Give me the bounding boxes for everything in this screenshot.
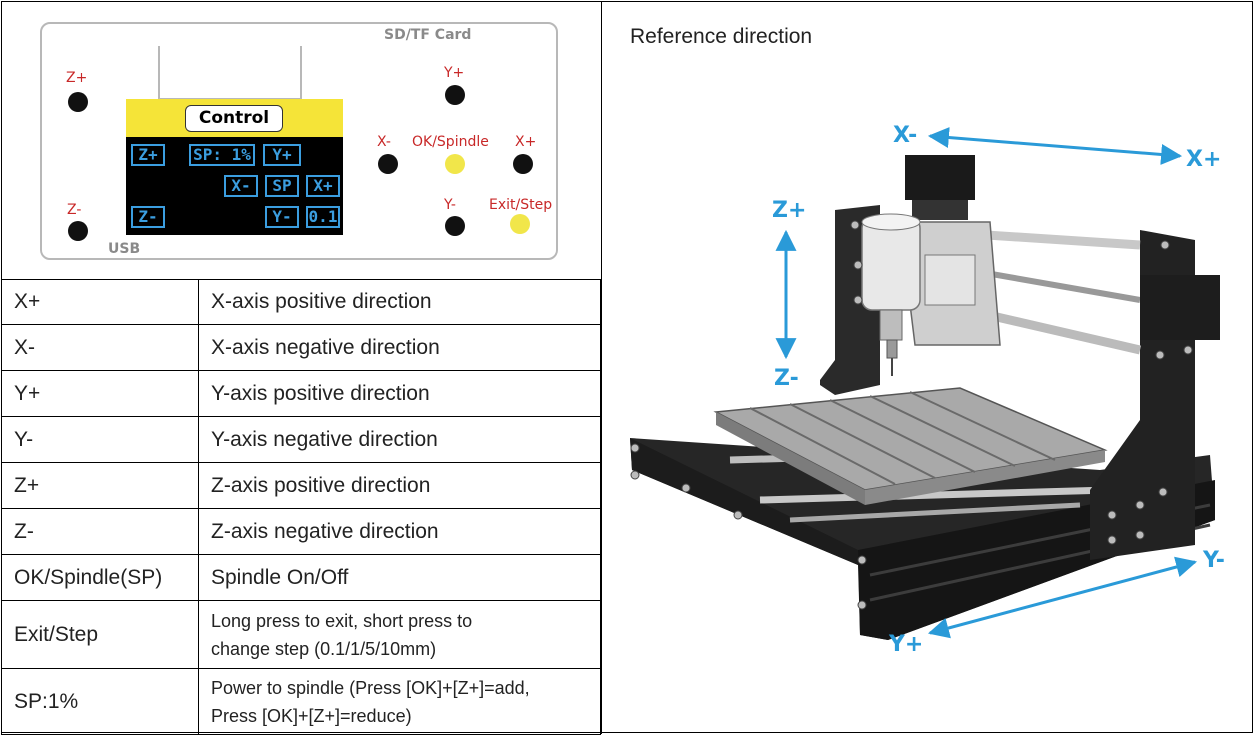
spindle-collet xyxy=(886,339,898,359)
spindle-motor xyxy=(861,217,921,311)
exit-step-label: Exit/Step xyxy=(489,197,553,213)
work-bed-edge xyxy=(865,450,1105,505)
table-row: Exit/Step Long press to exit, short pres… xyxy=(1,600,601,669)
table-row: OK/Spindle(SP) Spindle On/Off xyxy=(1,554,601,601)
description-cell: Power to spindle (Press [OK]+[Z+]=add, P… xyxy=(198,668,601,735)
description-line-2: Press [OK]+[Z+]=reduce) xyxy=(211,705,412,726)
key-cell: Z+ xyxy=(1,462,199,509)
reference-direction-title: Reference direction xyxy=(630,25,813,48)
y-minus-axis-label: Y- xyxy=(1203,548,1225,573)
exit-step-button[interactable] xyxy=(510,214,530,234)
spindle-cap xyxy=(861,213,921,231)
ok-spindle-label: OK/Spindle xyxy=(412,134,489,150)
lcd-z-minus: Z- xyxy=(131,206,165,228)
x-plus-label: X+ xyxy=(515,134,537,150)
column-divider xyxy=(601,1,602,734)
sd-card-label: SD/TF Card xyxy=(384,27,472,43)
y-axis-arrow xyxy=(927,556,1198,639)
key-description-table: X+ X-axis positive direction X- X-axis n… xyxy=(1,279,601,735)
y-minus-button[interactable] xyxy=(445,216,465,236)
key-cell: Exit/Step xyxy=(1,600,199,669)
sd-card-slot xyxy=(158,46,302,100)
x-minus-label: X- xyxy=(377,134,391,150)
key-cell: OK/Spindle(SP) xyxy=(1,554,199,601)
lcd-screen: Control Z+ SP: 1% Y+ X- SP X+ Z- Y- 0.1 xyxy=(126,99,343,235)
y-plus-label: Y+ xyxy=(444,65,465,81)
x-axis-arrow xyxy=(927,127,1183,165)
table-row: Z+ Z-axis positive direction xyxy=(1,462,601,509)
key-cell: X- xyxy=(1,324,199,371)
description-cell: Y-axis positive direction xyxy=(198,370,601,417)
description-cell: Y-axis negative direction xyxy=(198,416,601,463)
usb-label: USB xyxy=(108,241,141,257)
table-row: Y+ Y-axis positive direction xyxy=(1,370,601,417)
t-slot xyxy=(869,395,1016,467)
ok-spindle-button[interactable] xyxy=(445,154,465,174)
description-cell: Z-axis negative direction xyxy=(198,508,601,555)
rod xyxy=(759,486,1111,504)
work-bed-edge xyxy=(716,412,865,505)
lcd-spindle-power: SP: 1% xyxy=(189,144,255,166)
x-plus-button[interactable] xyxy=(513,154,533,174)
t-slot xyxy=(789,403,936,479)
lcd-step: 0.1 xyxy=(306,206,340,228)
z-minus-button[interactable] xyxy=(68,221,88,241)
lcd-y-minus: Y- xyxy=(265,206,299,228)
description-cell: Long press to exit, short press to chang… xyxy=(198,600,601,669)
description-cell: Z-axis positive direction xyxy=(198,462,601,509)
z-plus-label: Z+ xyxy=(66,70,88,86)
lead-screw xyxy=(789,502,1081,523)
table-row: Y- Y-axis negative direction xyxy=(1,416,601,463)
z-minus-label: Z- xyxy=(67,202,82,218)
cnc-machine-illustration xyxy=(630,127,1220,640)
t-slot xyxy=(829,399,976,473)
lcd-title: Control xyxy=(185,105,283,132)
t-slot xyxy=(749,407,896,485)
key-cell: Y+ xyxy=(1,370,199,417)
y-plus-button[interactable] xyxy=(445,85,465,105)
spindle-chuck xyxy=(879,309,903,341)
table-row: X+ X-axis positive direction xyxy=(1,279,601,325)
z-stepper-motor xyxy=(905,155,975,200)
table-row: Z- Z-axis negative direction xyxy=(1,508,601,555)
carriage-plate xyxy=(924,254,976,306)
y-plus-axis-label: Y+ xyxy=(889,632,924,657)
description-line-1: Long press to exit, short press to xyxy=(211,610,473,631)
x-minus-axis-label: X- xyxy=(893,123,918,148)
bolts xyxy=(630,220,1193,610)
description-line-2: change step (0.1/1/5/10mm) xyxy=(211,638,437,659)
lcd-y-plus: Y+ xyxy=(263,144,301,166)
key-cell: X+ xyxy=(1,279,199,325)
table-row: X- X-axis negative direction xyxy=(1,324,601,371)
lcd-x-plus: X+ xyxy=(306,175,340,197)
z-minus-axis-label: Z- xyxy=(774,366,799,391)
z-plus-button[interactable] xyxy=(68,92,88,112)
lcd-sp: SP xyxy=(265,175,299,197)
description-cell: X-axis positive direction xyxy=(198,279,601,325)
key-cell: SP:1% xyxy=(1,668,199,735)
x-stepper-motor xyxy=(1140,275,1220,340)
description-cell: X-axis negative direction xyxy=(198,324,601,371)
lcd-x-minus: X- xyxy=(224,175,258,197)
z-plus-axis-label: Z+ xyxy=(772,198,807,223)
y-minus-label: Y- xyxy=(444,197,456,213)
lcd-z-plus: Z+ xyxy=(131,144,165,166)
table-row: SP:1% Power to spindle (Press [OK]+[Z+]=… xyxy=(1,668,601,735)
x-minus-button[interactable] xyxy=(378,154,398,174)
x-plus-axis-label: X+ xyxy=(1186,147,1222,172)
key-cell: Z- xyxy=(1,508,199,555)
description-line-1: Power to spindle (Press [OK]+[Z+]=add, xyxy=(211,677,530,698)
description-cell: Spindle On/Off xyxy=(198,554,601,601)
key-cell: Y- xyxy=(1,416,199,463)
base-front-left xyxy=(630,438,858,565)
t-slot xyxy=(909,391,1056,461)
motor-mount xyxy=(912,200,968,220)
